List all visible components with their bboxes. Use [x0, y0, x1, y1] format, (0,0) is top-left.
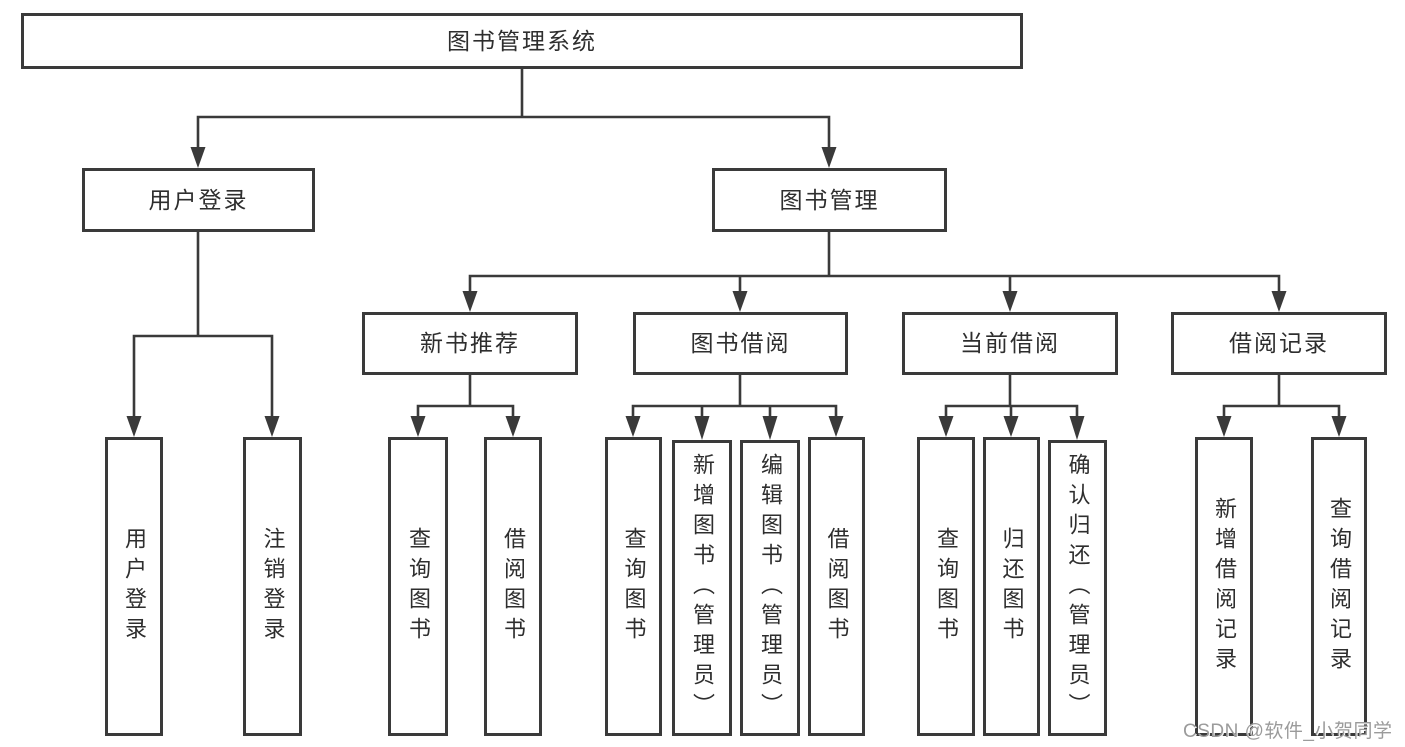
leaf-newbook-borrow-books: 借阅图书	[484, 437, 542, 736]
node-new-book-recommendation: 新书推荐	[362, 312, 578, 375]
arrowheads	[126, 147, 1347, 440]
node-borrowing-records: 借阅记录	[1171, 312, 1387, 375]
leaf-add-books-admin: 新增图书（管理员）	[672, 440, 732, 736]
connector-borrow-record	[1222, 372, 1341, 432]
csdn-watermark: CSDN @软件_小贺同学	[1183, 721, 1393, 742]
leaf-query-borrow-record: 查询借阅记录	[1311, 437, 1367, 736]
leaf-current-query-books: 查询图书	[917, 437, 975, 736]
leaf-borrowing-query-books: 查询图书	[605, 437, 662, 736]
leaf-add-borrow-record: 新增借阅记录	[1195, 437, 1253, 736]
node-book-borrowing: 图书借阅	[633, 312, 848, 375]
node-library-system: 图书管理系统	[21, 13, 1023, 69]
connector-user-login	[132, 229, 274, 432]
connector-root	[196, 67, 831, 162]
connector-new-book	[416, 372, 515, 432]
leaf-newbook-query-books: 查询图书	[388, 437, 448, 736]
node-current-borrowing: 当前借阅	[902, 312, 1118, 375]
leaf-return-books: 归还图书	[983, 437, 1040, 736]
leaf-confirm-return-admin: 确认归还（管理员）	[1048, 440, 1107, 736]
connector-book-borrow	[631, 372, 838, 432]
leaf-user-login: 用户登录	[105, 437, 163, 736]
leaf-borrowing-borrow-books: 借阅图书	[808, 437, 865, 736]
node-user-login: 用户登录	[82, 168, 315, 232]
connector-book-mgmt	[468, 229, 1281, 307]
leaf-edit-books-admin: 编辑图书（管理员）	[740, 440, 800, 736]
leaf-logout: 注销登录	[243, 437, 302, 736]
node-book-management: 图书管理	[712, 168, 947, 232]
